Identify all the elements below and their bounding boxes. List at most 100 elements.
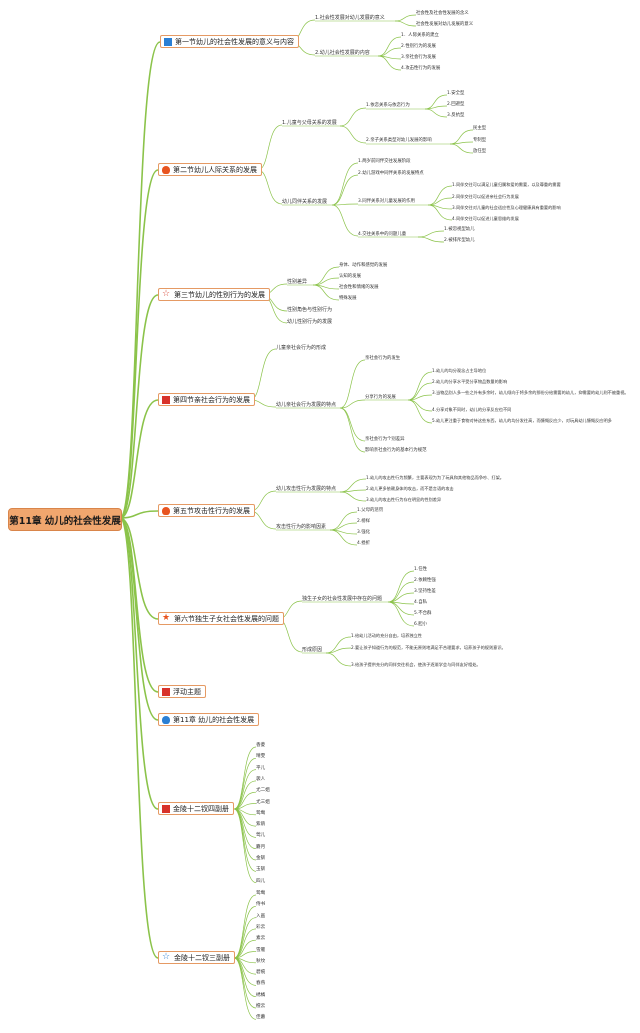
s5-leaf[interactable]: 3.强化 [357,530,370,535]
s3-leaf[interactable]: 社会性和情绪的发展 [339,285,379,290]
list-item[interactable]: 春燕 [256,981,266,987]
list-item[interactable]: 秋纹 [256,958,266,964]
s6-branch-1[interactable]: 独生子女的社会性发展中存在的问题 [302,596,383,602]
s5-leaf[interactable]: 3.幼儿的攻击性行为存在明显的性别差异 [366,497,442,502]
s5-branch-2[interactable]: 攻击性行为的影响因素 [276,524,327,530]
s4-sub[interactable]: 亲社会行为个别差异 [365,437,405,442]
s2-leaf[interactable]: 4.同伴交往可以促进儿童思维的发展 [452,216,519,221]
s2-leaf[interactable]: 放任型 [473,149,487,154]
s2-sub[interactable]: 2.幼儿游戏中同伴关系的发展特点 [358,171,424,176]
list-item[interactable]: 侍书 [256,902,266,908]
s4-sub[interactable]: 分享行为的发展 [365,395,396,400]
list-item[interactable]: 碧痕 [256,970,266,976]
list-item[interactable]: 紫鹃 [256,822,266,828]
s3-branch-3[interactable]: 幼儿性别行为的发展 [287,319,333,325]
s4-leaf[interactable]: 5.幼儿更注重于食物对待这些东西，幼儿的均分发往高，而慷慨反应少，对玩具幼儿慷慨… [432,418,612,423]
s6-leaf[interactable]: 4.自私 [414,600,427,605]
list-item[interactable]: 莺儿 [256,833,266,839]
s5-leaf[interactable]: 1.父母的惩罚 [357,508,384,513]
s3-leaf[interactable]: 身体、动作和感觉的发展 [339,263,388,268]
s6-leaf[interactable]: 1.给幼儿活动的充分自由，培养独立性 [351,633,422,638]
s6-leaf[interactable]: 1.任性 [414,567,427,572]
s4-leaf[interactable]: 2.幼儿的分享水平受分享物品数量的影响 [432,379,508,384]
s5-branch-1[interactable]: 幼儿攻击性行为发展的特点 [276,486,337,492]
list-item[interactable]: 四儿 [256,878,266,884]
s1-branch-2[interactable]: 2.幼儿社会性发展的内容 [315,50,370,56]
s1-leaf[interactable]: 社会性发展对幼儿发展的意义 [416,22,474,27]
s6-leaf[interactable]: 3.坚持性差 [414,589,436,594]
s4-leaf[interactable]: 4.分享对象不同时，幼儿的分享反应也不同 [432,407,512,412]
s1-leaf[interactable]: 社会性及社会性发展的含义 [416,11,469,16]
s1-leaf[interactable]: 3.亲社会行为发展 [401,55,436,60]
s4-sub[interactable]: 亲社会行为的发生 [365,356,401,361]
s4-branch-1[interactable]: 儿童亲社会行为的形成 [276,345,327,351]
section-1-topic[interactable]: 第一节幼儿的社会性发展的意义与内容 [160,35,299,48]
s5-leaf[interactable]: 2.幼儿更多依赖身体的攻击，而不是言语的攻击 [366,486,454,491]
list-item[interactable]: 绣橘 [256,992,266,998]
s2-leaf[interactable]: 3.同伴交往对儿童的社会适应性及心理健康具有重要的影响 [452,205,561,210]
list-item[interactable]: 平儿 [256,765,266,771]
list-item[interactable]: 鸳鸯 [256,810,266,816]
section-2-topic[interactable]: 第二节幼儿人际关系的发展 [158,163,262,176]
list-item[interactable]: 檀云 [256,1004,266,1009]
list-item[interactable]: 尤二姐 [256,788,270,794]
s2-sub[interactable]: 1.依恋关系与依恋行为 [366,103,410,108]
section-8-topic[interactable]: 第11章 幼儿的社会性发展 [158,713,260,726]
list-item[interactable]: 香菱 [256,743,266,748]
list-item[interactable]: 袭人 [256,776,266,782]
section-7-topic[interactable]: 浮动主题 [158,685,206,698]
s4-sub[interactable]: 影响亲社会行为的基本行为规范 [365,448,427,453]
s6-leaf[interactable]: 2.依赖性强 [414,578,436,583]
s2-sub[interactable]: 4.交往关系中的问题儿童 [358,232,407,237]
s4-leaf[interactable]: 3.当物品别人多一些之外有多余时，幼儿倾向于将多余的那份分给需要的幼儿，抑需要的… [432,390,629,395]
list-item[interactable]: 素云 [256,936,266,942]
s2-sub[interactable]: 3.同伴关系对儿童发展的作用 [358,199,415,204]
s6-leaf[interactable]: 3.给孩子提供充分的同伴交往机会，使孩子逐渐学会与同伴友好相处。 [351,662,481,667]
root-topic[interactable]: 第11章 幼儿的社会性发展 [8,508,122,531]
s6-leaf[interactable]: 5.不合群 [414,611,432,616]
list-item[interactable]: 麝月 [256,844,266,850]
s2-leaf[interactable]: 民主型 [473,126,487,131]
s5-leaf[interactable]: 2.榜样 [357,519,370,524]
s2-leaf[interactable]: 2.回避型 [447,102,465,107]
list-item[interactable]: 晴雯 [256,754,266,760]
s5-leaf[interactable]: 4.挫折 [357,541,370,546]
s2-leaf[interactable]: 1.被忽视型幼儿 [444,227,475,232]
list-item[interactable]: 佳蕙 [256,1015,266,1021]
list-item[interactable]: 入画 [256,913,266,919]
list-item[interactable]: 鸳鸯 [256,891,266,896]
s3-branch-2[interactable]: 性别角色与性别行为 [287,307,333,313]
list-item[interactable]: 尤三姐 [256,799,270,805]
s2-leaf[interactable]: 2.同伴交往可以促进亲社会行为发展 [452,194,519,199]
s2-leaf[interactable]: 1.安全型 [447,91,465,96]
s4-branch-2[interactable]: 幼儿亲社会行为发展的特点 [276,402,337,408]
list-item[interactable]: 玉钏 [256,867,266,873]
s6-leaf[interactable]: 2.要让孩子知道行为的规范，不能无原则地满足不合理要求，培养孩子的规则意识。 [351,645,506,650]
s2-leaf[interactable]: 专制型 [473,138,487,143]
s4-leaf[interactable]: 1.幼儿的均分观念占主导地位 [432,368,487,373]
section-10-topic[interactable]: ☆金陵十二钗三副册 [158,951,235,964]
s2-sub[interactable]: 1.两岁前同伴交往发展阶段 [358,159,411,164]
list-item[interactable]: 雪雁 [256,947,266,953]
s6-leaf[interactable]: 6.胆小 [414,622,427,627]
s3-branch-1[interactable]: 性别差异 [287,279,308,285]
s3-leaf[interactable]: 认知的发展 [339,274,361,279]
section-6-topic[interactable]: ★第六节独生子女社会性发展的问题 [158,612,284,625]
s2-sub[interactable]: 2.亲子关系类型对幼儿发展的影响 [366,138,432,143]
section-4-topic[interactable]: 第四节亲社会行为的发展 [158,393,255,406]
s2-leaf[interactable]: 1.同伴交往可以满足儿童归属和爱的需要，以及尊重的需要 [452,182,561,187]
s1-leaf[interactable]: 4.攻击性行为的发展 [401,66,441,71]
s2-branch-2[interactable]: 幼儿同伴关系的发展 [282,199,328,205]
list-item[interactable]: 彩云 [256,924,266,930]
s1-leaf[interactable]: 2.性别行为的发展 [401,44,436,49]
section-9-topic[interactable]: 金陵十二钗四副册 [158,802,234,815]
s6-branch-2[interactable]: 形成原因 [302,647,323,653]
s2-leaf[interactable]: 3.反抗型 [447,113,465,118]
s1-branch-1[interactable]: 1.社会性发展对幼儿发展的意义 [315,15,385,21]
s5-leaf[interactable]: 1.幼儿的攻击性行为频繁，主要表现为为了玩具和其他物品而争吵、打架。 [366,475,504,480]
s2-branch-1[interactable]: 1.儿童与父母关系的发展 [282,120,337,126]
s2-leaf[interactable]: 2.被排斥型幼儿 [444,238,475,243]
section-5-topic[interactable]: 第五节攻击性行为的发展 [158,504,255,517]
list-item[interactable]: 金钏 [256,856,266,861]
s1-leaf[interactable]: 1．人际关系的建立 [401,33,439,38]
